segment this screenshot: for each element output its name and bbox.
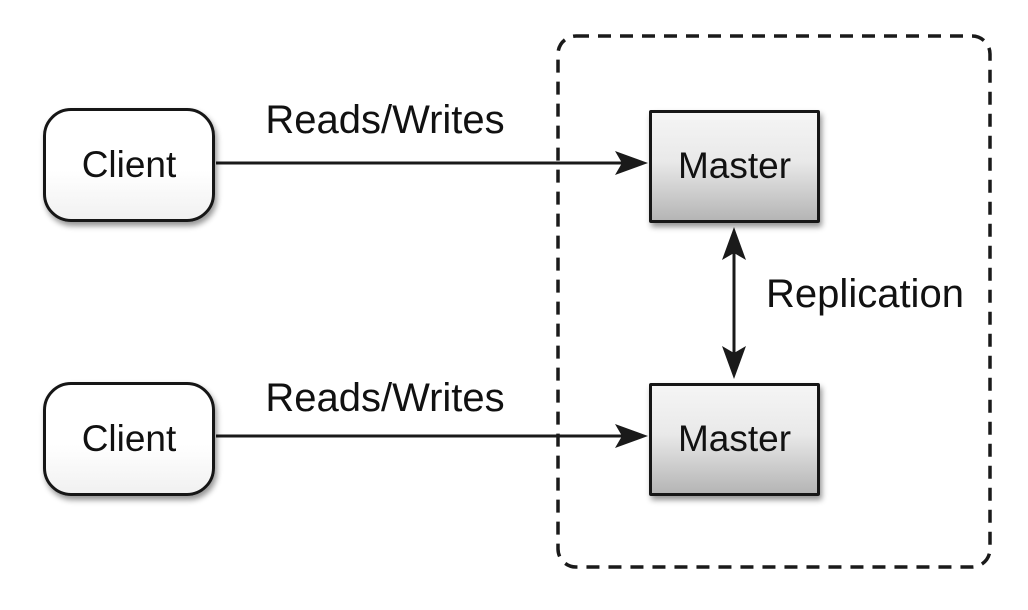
replication-arrow (722, 227, 746, 379)
reads-writes-arrow-bottom (216, 424, 648, 448)
node-client-bottom-label: Client (81, 417, 177, 459)
node-master-top: Master (649, 110, 820, 223)
edge-label-reads-writes-top: Reads/Writes (265, 98, 505, 142)
node-client-top: Client (43, 108, 215, 222)
node-master-bottom-label: Master (677, 418, 792, 460)
reads-writes-arrow-top (216, 151, 648, 175)
arrowhead-right-icon (615, 151, 648, 175)
arrowhead-up-icon (722, 227, 746, 260)
node-master-top-label: Master (677, 145, 792, 187)
replication-group-boundary (556, 34, 992, 569)
node-client-bottom: Client (43, 382, 215, 496)
node-client-top-label: Client (81, 143, 177, 185)
edge-label-reads-writes-bottom: Reads/Writes (265, 376, 505, 420)
edge-label-replication: Replication (766, 272, 964, 316)
arrowhead-down-icon (722, 346, 746, 379)
node-master-bottom: Master (649, 383, 820, 496)
arrowhead-right-icon (615, 424, 648, 448)
